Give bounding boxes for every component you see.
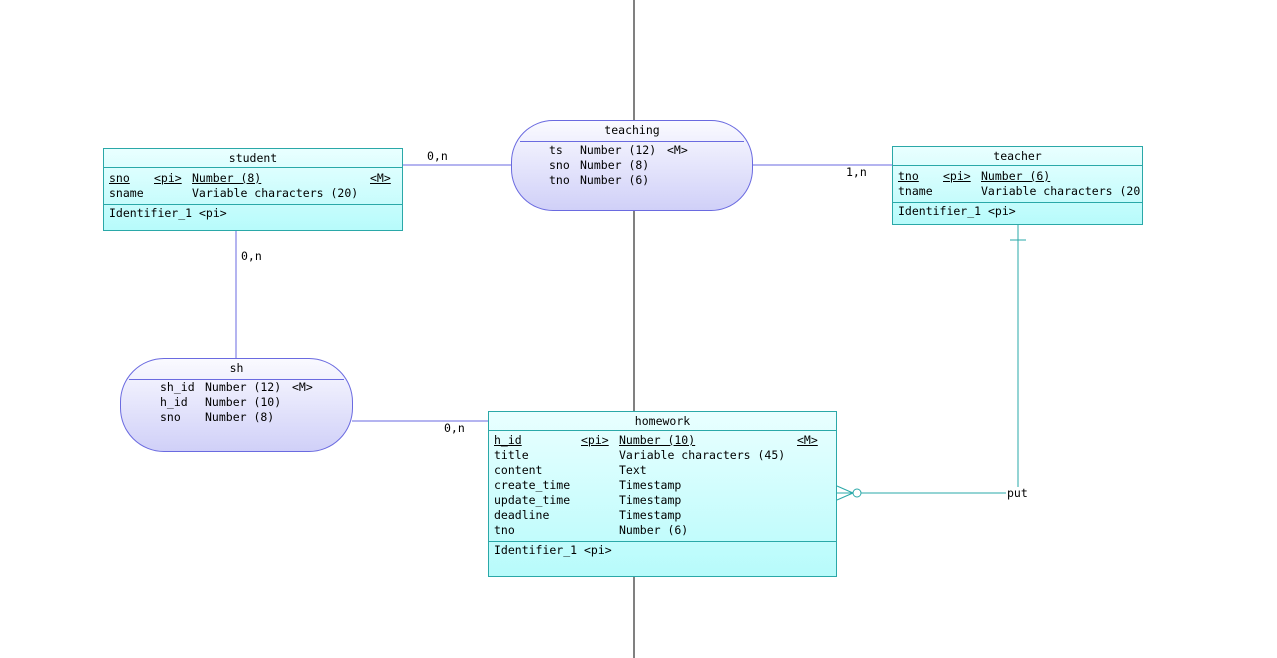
attr-name: tno xyxy=(494,523,515,537)
attr-mandatory: <M> xyxy=(667,143,688,157)
relationship-separator xyxy=(520,141,744,142)
link-put[interactable] xyxy=(837,224,1019,494)
attr-mandatory: <M> xyxy=(292,380,313,394)
attr-name: h_id xyxy=(494,433,522,447)
attr-name: sno xyxy=(109,171,130,185)
entity-title: homework xyxy=(489,412,836,431)
entity-title: teacher xyxy=(893,147,1142,166)
attr-name: tno xyxy=(549,173,570,187)
put-crowfoot-lower xyxy=(836,492,854,501)
attr-name: sh_id xyxy=(160,380,195,394)
entity-teacher[interactable]: teacher tno <pi> Number (6) tname Variab… xyxy=(892,146,1143,225)
relationship-sh[interactable]: sh sh_id Number (12) <M> h_id Number (10… xyxy=(120,358,353,452)
relationship-title: sh xyxy=(229,361,244,375)
entity-identifier: Identifier_1 <pi> xyxy=(109,206,227,220)
attr-type: Number (12) xyxy=(580,143,657,157)
attr-name: create_time xyxy=(494,478,571,492)
attr-type: Timestamp xyxy=(619,508,682,522)
attr-type: Number (8) xyxy=(205,410,275,424)
attr-name: title xyxy=(494,448,529,462)
attr-name: update_time xyxy=(494,493,571,507)
entity-homework[interactable]: homework h_id <pi> Number (10) <M> title… xyxy=(488,411,837,577)
attr-type: Number (8) xyxy=(580,158,650,172)
entity-student[interactable]: student sno <pi> Number (8) <M> sname Va… xyxy=(103,148,403,231)
attr-type: Timestamp xyxy=(619,493,682,507)
attr-name: h_id xyxy=(160,395,188,409)
attr-type: Number (12) xyxy=(205,380,282,394)
relationship-teaching[interactable]: teaching ts Number (12) <M> sno Number (… xyxy=(511,120,753,211)
attr-type: Text xyxy=(619,463,647,477)
relationship-separator xyxy=(129,379,344,380)
attr-type: Timestamp xyxy=(619,478,682,492)
attr-mandatory: <M> xyxy=(370,171,391,185)
cardinality-homework-sh: 0,n xyxy=(443,421,466,435)
relationship-title: teaching xyxy=(604,123,660,137)
attr-type: Variable characters (45) xyxy=(619,448,786,462)
put-relationship-label[interactable]: put xyxy=(1006,486,1029,500)
attr-type: Number (8) xyxy=(192,171,262,185)
attr-type: Number (6) xyxy=(619,523,689,537)
cardinality-student-sh: 0,n xyxy=(240,249,263,263)
attr-name: ts xyxy=(549,143,563,157)
identifier-separator xyxy=(893,202,1142,203)
attr-type: Variable characters (20) xyxy=(192,186,359,200)
identifier-separator xyxy=(104,204,402,205)
attr-type: Number (10) xyxy=(205,395,282,409)
attr-name: tno xyxy=(898,169,919,183)
attr-key: <pi> xyxy=(154,171,182,185)
attr-mandatory: <M> xyxy=(797,433,818,447)
attr-name: sno xyxy=(160,410,181,424)
entity-identifier: Identifier_1 <pi> xyxy=(898,204,1016,218)
attr-name: sno xyxy=(549,158,570,172)
cardinality-teacher-teaching: 1,n xyxy=(845,165,868,179)
attr-type: Number (10) xyxy=(619,433,696,447)
attr-name: content xyxy=(494,463,543,477)
entity-identifier: Identifier_1 <pi> xyxy=(494,543,612,557)
attr-type: Number (6) xyxy=(981,169,1051,183)
put-crowfoot-upper xyxy=(836,485,854,494)
put-optional-marker xyxy=(852,488,862,498)
attr-key: <pi> xyxy=(581,433,609,447)
attr-key: <pi> xyxy=(943,169,971,183)
attr-name: sname xyxy=(109,186,144,200)
attr-name: deadline xyxy=(494,508,550,522)
attr-type: Number (6) xyxy=(580,173,650,187)
identifier-separator xyxy=(489,541,836,542)
entity-title: student xyxy=(104,149,402,168)
attr-type: Variable characters (20 xyxy=(981,184,1141,198)
attr-name: tname xyxy=(898,184,933,198)
cardinality-student-teaching: 0,n xyxy=(426,149,449,163)
